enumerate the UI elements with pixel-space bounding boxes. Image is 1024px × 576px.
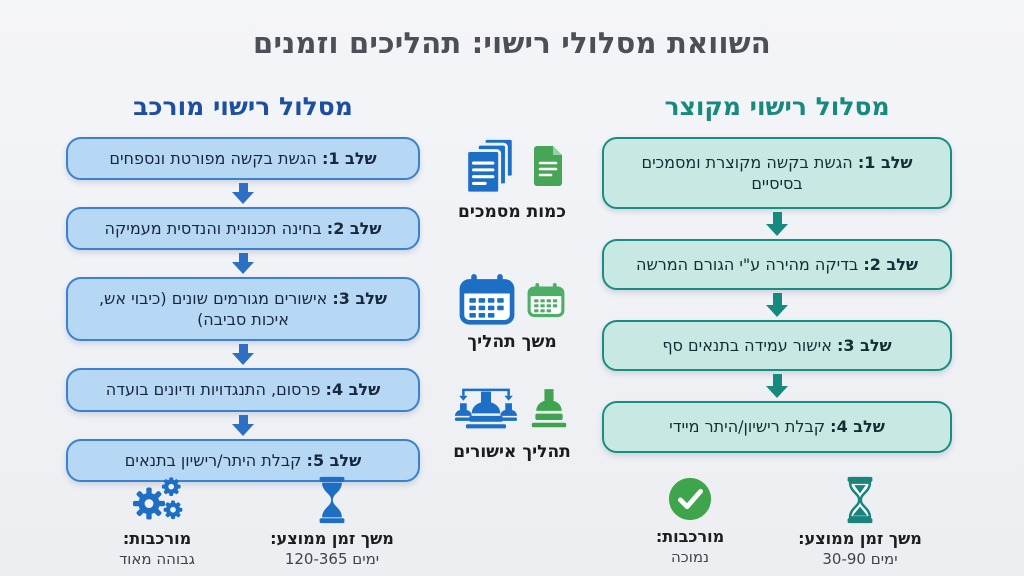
calendar-icon-small [527, 282, 565, 317]
stat-label: מורכבות: [655, 527, 725, 546]
document-icon [534, 146, 562, 186]
short-track-flow: שלב 1: הגשת בקשה מקוצרת ומסמכים בסיסיים … [602, 137, 952, 453]
step-text: אישור עמידה בתנאים סף [662, 336, 832, 356]
stat-value: 120-365 ימים [284, 550, 380, 568]
step-label: שלב 1: [321, 149, 377, 168]
hourglass-icon [847, 476, 873, 524]
step-label: שלב 5: [306, 450, 362, 470]
step-text: בדיקה מהירה ע"י הגורם המרשה [635, 255, 859, 275]
flow-arrow-down-icon [602, 293, 952, 318]
short-track: מסלול רישוי מקוצר שלב 1: הגשת בקשה מקוצר… [602, 92, 952, 453]
short-step-1: שלב 1: הגשת בקשה מקוצרת ומסמכים בסיסיים [602, 137, 952, 210]
documents-legend-label: כמות מסמכים [458, 202, 566, 222]
step-text: הגשת בקשה מקוצרת ומסמכים בסיסיים [641, 153, 853, 194]
flow-arrow-down-icon [66, 253, 420, 275]
gears-icon [133, 477, 183, 520]
step-label: שלב 4: [830, 417, 885, 437]
flow-arrow-down-icon [66, 183, 420, 205]
complex-complexity-stat: מורכבות: גבוהה מאוד [87, 476, 227, 568]
stat-value: גבוהה מאוד [119, 550, 195, 568]
flow-arrow-down-icon [602, 374, 952, 399]
approvals-legend: תהליך אישורים [437, 384, 587, 462]
stat-value: 30-90 ימים [822, 550, 898, 568]
hourglass-icon [319, 476, 345, 524]
stat-label: משך זמן ממוצע: [270, 529, 394, 548]
step-label: שלב 2: [326, 219, 382, 239]
complex-track: מסלול רישוי מורכב שלב 1: הגשת בקשה מפורט… [66, 92, 420, 482]
approvals-legend-label: תהליך אישורים [453, 442, 571, 462]
stamp-icon [531, 389, 567, 428]
complex-step-2: שלב 2: בחינה תכנונית והנדסית מעמיקה [66, 207, 420, 251]
short-duration-stat: משך זמן ממוצע: 30-90 ימים [790, 476, 930, 568]
page-title: השוואת מסלולי רישוי: תהליכים וזמנים [253, 26, 771, 60]
short-step-4: שלב 4: קבלת רישיון/היתר מיידי [602, 401, 952, 453]
complex-step-4: שלב 4: פרסום, התנגדויות ודיונים בועדה [66, 368, 420, 412]
complex-track-title: מסלול רישוי מורכב [133, 92, 353, 121]
complex-step-3: שלב 3: אישורים מגורמים שונים (כיבוי אש, … [66, 277, 420, 342]
flow-arrow-down-icon [66, 344, 420, 366]
step-label: שלב 3: [837, 336, 892, 356]
documents-legend: כמות מסמכים [437, 136, 587, 222]
step-label: שלב 1: [857, 153, 913, 172]
complex-track-flow: שלב 1: הגשת בקשה מפורטת ונספחים שלב 2: ב… [66, 137, 420, 482]
documents-legend-icons [459, 136, 565, 196]
calendar-icon [459, 274, 515, 325]
documents-stack-icon [465, 136, 515, 195]
duration-legend-icons [459, 274, 565, 326]
stat-label: משך זמן ממוצע: [798, 529, 922, 548]
approvals-legend-icons [455, 384, 569, 436]
stat-value: נמוכה [671, 548, 710, 566]
complex-step-5: שלב 5: קבלת היתר/רישיון בתנאים [66, 438, 420, 482]
check-circle-icon [668, 477, 712, 521]
stat-label: מורכבות: [122, 529, 192, 548]
short-step-3: שלב 3: אישור עמידה בתנאים סף [602, 320, 952, 372]
complex-duration-stat: משך זמן ממוצע: 120-365 ימים [262, 476, 402, 568]
short-track-title: מסלול רישוי מקוצר [664, 92, 890, 121]
step-text: הגשת בקשה מפורטת ונספחים [109, 149, 317, 168]
short-step-2: שלב 2: בדיקה מהירה ע"י הגורם המרשה [602, 239, 952, 291]
complex-step-1: שלב 1: הגשת בקשה מפורטת ונספחים [66, 137, 420, 181]
short-complexity-stat: מורכבות: נמוכה [620, 476, 760, 566]
flow-arrow-down-icon [66, 414, 420, 436]
step-label: שלב 4: [325, 380, 381, 400]
step-text: קבלת היתר/רישיון בתנאים [124, 450, 302, 470]
step-text: קבלת רישיון/היתר מיידי [669, 417, 826, 437]
step-text: פרסום, התנגדויות ודיונים בועדה [105, 380, 321, 400]
duration-legend: משך תהליך [437, 274, 587, 352]
multi-stamps-icon [455, 388, 517, 429]
flow-arrow-down-icon [602, 212, 952, 237]
step-text: אישורים מגורמים שונים (כיבוי אש, איכות ס… [98, 289, 328, 330]
step-label: שלב 3: [332, 289, 388, 309]
step-label: שלב 2: [863, 255, 919, 275]
duration-legend-label: משך תהליך [467, 332, 557, 352]
step-text: בחינה תכנונית והנדסית מעמיקה [104, 219, 322, 239]
